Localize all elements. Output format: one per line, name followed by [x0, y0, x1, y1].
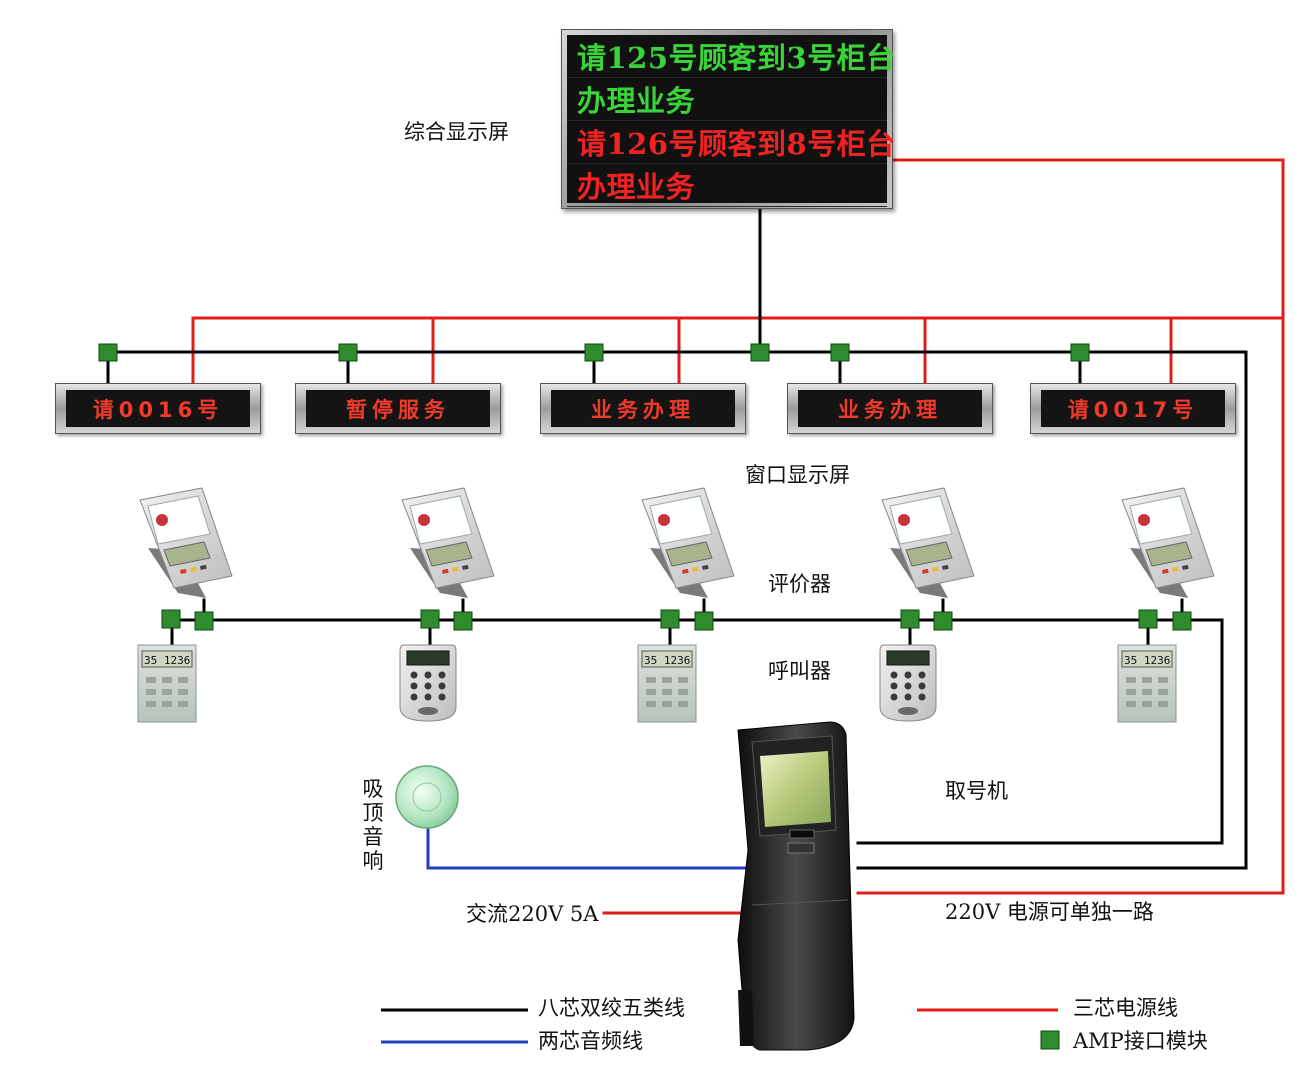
amp-module — [194, 611, 214, 631]
window-display-text: 请0017号 — [1041, 390, 1225, 427]
amp-module — [750, 343, 770, 362]
amp-module — [338, 343, 358, 362]
caller-label: 呼叫器 — [768, 659, 831, 683]
window-display: 业务办理 — [540, 383, 746, 434]
ticket-kiosk — [737, 721, 855, 1051]
amp-module — [453, 611, 473, 631]
caller: 35 1236 — [137, 644, 197, 723]
main-display-screen: 请125号顾客到3号柜台 办理业务 请126号顾客到8号柜台 办理业务 — [561, 29, 895, 209]
window-display-text: 暂停服务 — [306, 390, 490, 427]
ticket-machine-label: 取号机 — [945, 779, 1008, 803]
evaluator — [881, 487, 975, 599]
main-screen-line: 办理业务 — [567, 164, 887, 207]
data-line — [106, 350, 1248, 870]
speaker-center — [412, 782, 442, 812]
legend-audio-label: 两芯音频线 — [538, 1029, 643, 1053]
avatar-icon — [156, 514, 168, 526]
kiosk-printer-slot — [789, 829, 815, 839]
evaluator — [641, 487, 735, 599]
caller — [879, 644, 937, 722]
amp-module — [1070, 343, 1090, 362]
evaluator — [1121, 487, 1215, 599]
amp-module — [420, 609, 440, 629]
legend-amp-label: AMP接口模块 — [1073, 1029, 1208, 1053]
audio-line — [426, 826, 747, 870]
window-display: 暂停服务 — [295, 383, 501, 434]
legend-eight-core-label: 八芯双绞五类线 — [538, 996, 685, 1020]
legend-power-label: 三芯电源线 — [1073, 996, 1178, 1020]
window-display-label: 窗口显示屏 — [745, 463, 850, 487]
ceiling-speaker-label: 吸顶音响 — [362, 777, 384, 873]
amp-module — [98, 343, 118, 362]
data-line — [106, 350, 1082, 385]
caller-lcd — [406, 650, 450, 666]
amp-module — [830, 343, 850, 362]
main-screen-label: 综合显示屏 — [404, 120, 509, 144]
amp-module — [660, 609, 680, 629]
main-screen-line: 办理业务 — [567, 78, 887, 121]
separate-power-label: 220V 电源可单独一路 — [945, 900, 1154, 924]
evaluator — [139, 487, 233, 598]
caller — [637, 644, 697, 723]
amp-module — [1138, 609, 1158, 629]
evaluator-label: 评价器 — [768, 572, 831, 596]
caller-lcd-text: 35 1236 — [144, 654, 190, 667]
kiosk-base — [738, 990, 754, 1046]
caller-lcd — [141, 650, 193, 668]
power-line — [856, 158, 1285, 895]
caller — [399, 644, 457, 722]
caller-keys — [146, 677, 188, 707]
kiosk-screen — [760, 751, 831, 827]
window-display: 业务办理 — [787, 383, 993, 434]
main-screen-line: 请126号顾客到8号柜台 — [567, 121, 895, 164]
ceiling-speaker — [395, 765, 459, 829]
evaluator-key — [180, 568, 187, 574]
data-line — [170, 598, 1184, 647]
window-display: 请0017号 — [1030, 383, 1236, 434]
amp-module — [694, 611, 714, 631]
kiosk-ticket-output — [787, 842, 815, 854]
evaluator — [401, 487, 495, 599]
caller-keys — [410, 671, 446, 701]
caller — [1117, 644, 1177, 723]
evaluator-lcd — [163, 541, 211, 567]
window-display-text: 业务办理 — [551, 390, 735, 427]
kiosk-panel-seam — [751, 899, 849, 906]
amp-module — [900, 609, 920, 629]
window-display-text: 业务办理 — [798, 390, 982, 427]
window-display: 请0016号 — [55, 383, 261, 434]
window-display-text: 请0016号 — [66, 390, 250, 427]
speaker-body — [395, 765, 459, 829]
main-screen-line: 请125号顾客到3号柜台 — [567, 35, 895, 78]
amp-modules — [98, 343, 1192, 631]
amp-module — [584, 343, 604, 362]
evaluator-key — [190, 566, 197, 572]
legend-amp-module — [1040, 1030, 1060, 1050]
amp-module — [1172, 611, 1192, 631]
amp-module — [161, 609, 181, 629]
evaluator-screen — [147, 495, 211, 545]
legend — [381, 1008, 1060, 1050]
evaluator-key — [200, 564, 207, 570]
caller-call-key — [418, 707, 438, 715]
ac-power-label: 交流220V 5A — [466, 902, 599, 926]
amp-module — [933, 611, 953, 631]
